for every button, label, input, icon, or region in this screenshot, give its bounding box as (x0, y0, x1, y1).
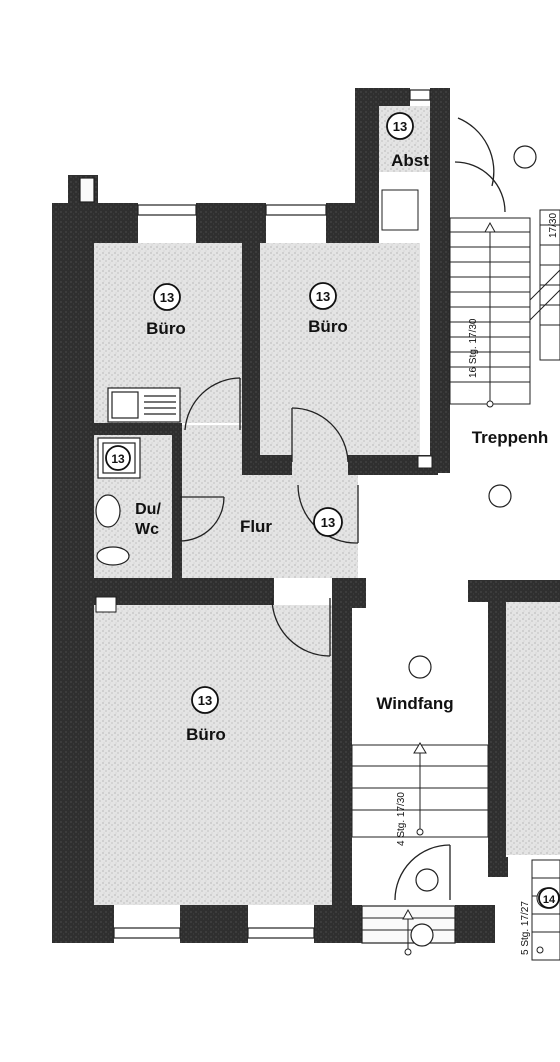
wall-openings (95, 189, 433, 613)
room-label-buero-bottom: Büro (186, 725, 226, 744)
badge-number-bottom-right: 14 (543, 894, 556, 906)
stair-main (449, 209, 560, 408)
room-badges (105, 112, 560, 909)
room-label-abst: Abst (391, 151, 429, 170)
washbasin (95, 494, 121, 528)
room-label-wc-line1: Du/ (135, 501, 161, 518)
labels: 13 Abst 13 Büro 13 Büro 13 Du/ Wc Flur 1… (111, 119, 556, 906)
badge-number-buero-bottom: 13 (198, 693, 212, 708)
stair-labels: 16 Stg. 17/30 17/30 4 Stg. 17/30 5 Stg. … (396, 213, 559, 955)
room-badge-flur (313, 507, 343, 537)
floor-right-room (505, 600, 560, 855)
badge-number-abst: 13 (393, 119, 407, 134)
fixtures (95, 387, 181, 566)
room-label-buero-top-right: Büro (308, 317, 348, 336)
floor-flur (180, 425, 358, 578)
room-label-wc-line2: Wc (135, 521, 159, 538)
room-badge-buero-bottom (191, 686, 219, 714)
stair-label-windfang: 4 Stg. 17/30 (396, 792, 407, 846)
room-label-flur: Flur (240, 517, 272, 536)
stair-windfang (351, 742, 489, 838)
room-badge-buero-top-left (153, 283, 181, 311)
doors (179, 117, 506, 901)
stair-label-main-top: 17/30 (548, 213, 559, 238)
room-label-windfang: Windfang (376, 694, 453, 713)
badge-number-buero-top-left: 13 (160, 290, 174, 305)
floor-buero-bottom (94, 605, 332, 905)
badge-number-flur: 13 (321, 515, 335, 530)
stair-label-main: 16 Stg. 17/30 (468, 318, 479, 378)
ceiling-lights (408, 145, 537, 947)
toilet (96, 546, 130, 566)
room-label-treppenhaus: Treppenh (472, 428, 549, 447)
badge-number-wc: 13 (111, 452, 125, 466)
room-badge-bottom-right (538, 887, 560, 909)
kitchen-counter (107, 387, 181, 423)
room-badge-abst (386, 112, 414, 140)
stair-label-entrance: 5 Stg. 17/27 (520, 901, 531, 955)
floor-areas (94, 106, 560, 905)
badge-number-buero-top-right: 13 (316, 289, 330, 304)
floor-buero-top-right (260, 243, 420, 456)
room-label-buero-top-left: Büro (146, 319, 186, 338)
walls (52, 88, 560, 943)
room-badge-buero-top-right (309, 282, 337, 310)
room-badge-wc (105, 445, 131, 471)
